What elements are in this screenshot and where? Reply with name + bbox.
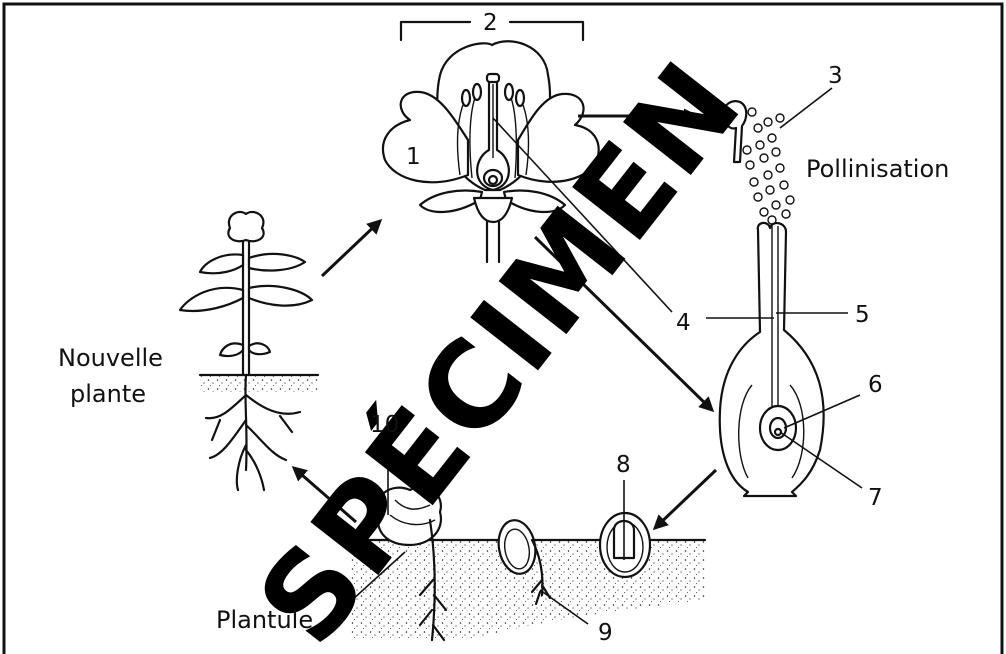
label-9: 9 [598, 620, 613, 646]
label-nouvelle: Nouvelle [58, 344, 163, 372]
plant-bud [228, 212, 263, 241]
label-6: 6 [868, 372, 883, 398]
label-10: 10 [370, 412, 399, 438]
sepal-left [420, 191, 482, 212]
seed-8 [600, 513, 650, 577]
label-plantule: Plantule [216, 606, 313, 634]
label-8: 8 [616, 452, 631, 478]
label-4: 4 [676, 310, 691, 336]
flower-stalk [474, 198, 512, 222]
label-pollinisation: Pollinisation [806, 155, 949, 183]
label-plante: plante [70, 380, 146, 408]
label-1: 1 [406, 144, 421, 170]
young-plant [180, 212, 312, 490]
label-2: 2 [483, 10, 498, 36]
label-5: 5 [855, 302, 870, 328]
label-3: 3 [828, 63, 843, 89]
label-7: 7 [868, 485, 883, 511]
plant-roots [206, 375, 300, 490]
